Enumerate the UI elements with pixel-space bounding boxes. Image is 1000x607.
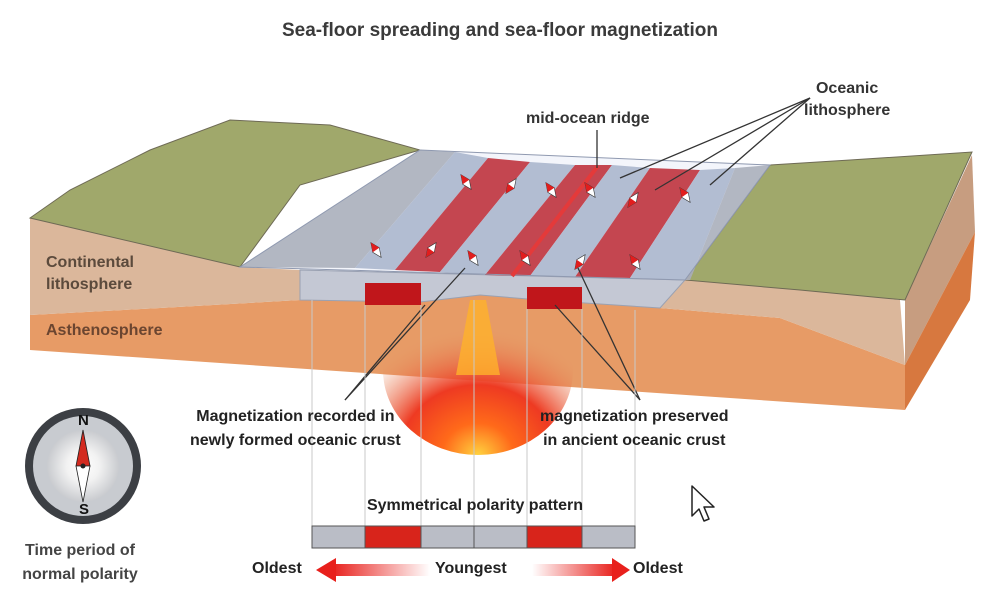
asthenosphere-right-side (905, 232, 975, 410)
stripe-reversed-left-inner (440, 162, 575, 275)
stripe-normal-right-outer (575, 168, 700, 278)
magma-conduit (456, 300, 500, 375)
compass-north-label: N (78, 412, 89, 429)
stripe-normal-center (485, 165, 612, 276)
front-normal-left (365, 283, 421, 305)
asthenosphere-label: Asthenosphere (46, 322, 163, 339)
stripe-reversed-left-outer (355, 152, 488, 270)
mouse-pointer-icon (691, 485, 715, 522)
oldest-left-label: Oldest (252, 560, 302, 577)
magnetization-needles (370, 174, 691, 270)
projection-lines (311, 300, 636, 526)
stripe-normal-left-outer (395, 158, 530, 272)
new-crust-magnetization-label: Magnetization recorded in newly formed o… (190, 408, 401, 449)
continent-left-surface (28, 119, 422, 268)
mid-ocean-ridge-label: mid-ocean ridge (526, 110, 650, 127)
oceanic-lithosphere-label: Oceanic lithosphere (804, 80, 891, 119)
continental-lithosphere-label: Continental lithosphere (46, 254, 134, 293)
polarity-pattern-title: Symmetrical polarity pattern (366, 497, 584, 514)
block-right-side (905, 155, 975, 365)
continental-crust-front-right (660, 280, 905, 365)
compass-south-label: S (79, 501, 90, 518)
stripe-reversed-far-left (240, 150, 455, 268)
front-normal-right (527, 287, 582, 309)
ancient-crust-magnetization-label: magnetization preserved in ancient ocean… (540, 408, 729, 449)
polarity-bar (311, 525, 636, 549)
age-arrow-right (532, 558, 630, 582)
youngest-label: Youngest (435, 560, 507, 577)
stripe-reversed-right-inner (530, 165, 650, 277)
diagram-title: Sea-floor spreading and sea-floor magnet… (281, 20, 718, 41)
oldest-right-label: Oldest (633, 560, 683, 577)
stripe-reversed-right-outer (630, 168, 735, 280)
normal-polarity-caption: Time period of normal polarity (22, 542, 138, 583)
compass-icon (25, 408, 141, 524)
age-arrow-left (316, 558, 430, 582)
